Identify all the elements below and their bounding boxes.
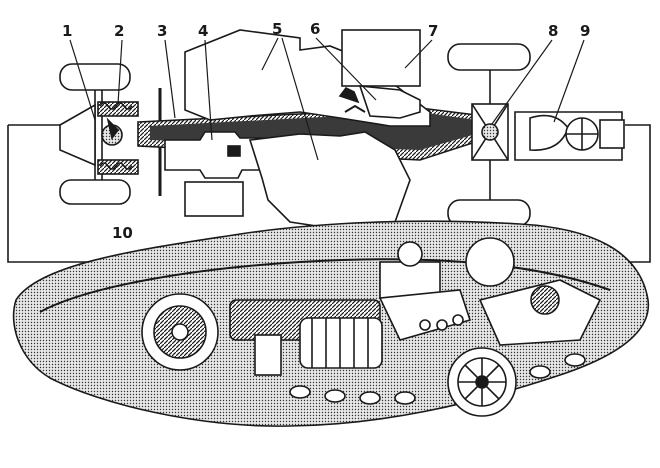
transmission-cutaway bbox=[378, 241, 472, 341]
callout-5: 5 bbox=[272, 20, 283, 38]
body-outline-frame bbox=[7, 124, 651, 263]
callout-2: 2 bbox=[114, 22, 125, 40]
cockpit-cutaway bbox=[465, 237, 602, 346]
front-wheel-cutaway bbox=[141, 293, 219, 371]
driver-cockpit bbox=[514, 111, 625, 161]
rear-wheel-cutaway bbox=[447, 347, 517, 417]
front-wheel-lower bbox=[59, 179, 131, 205]
callout-1: 1 bbox=[62, 22, 73, 40]
callout-7: 7 bbox=[428, 22, 439, 40]
rear-axle-frame bbox=[460, 50, 520, 210]
front-axle-mechanism bbox=[59, 103, 123, 167]
rear-wheel-upper bbox=[447, 43, 531, 71]
callout-6: 6 bbox=[310, 20, 321, 38]
callout-4: 4 bbox=[198, 22, 209, 40]
fuel-tank-box bbox=[341, 29, 421, 87]
battery-box bbox=[184, 181, 244, 217]
engine-cutaway bbox=[229, 299, 383, 376]
chassis-plan-view bbox=[7, 29, 651, 263]
callout-9: 9 bbox=[580, 22, 591, 40]
cabin-outline-lower bbox=[248, 131, 411, 229]
cutaway-body-view bbox=[12, 220, 650, 427]
leader-lines bbox=[69, 37, 585, 161]
callout-10: 10 bbox=[112, 224, 133, 242]
callout-3: 3 bbox=[157, 22, 168, 40]
floor-openings bbox=[289, 353, 586, 405]
gearbox bbox=[358, 85, 421, 119]
callout-8: 8 bbox=[548, 22, 559, 40]
